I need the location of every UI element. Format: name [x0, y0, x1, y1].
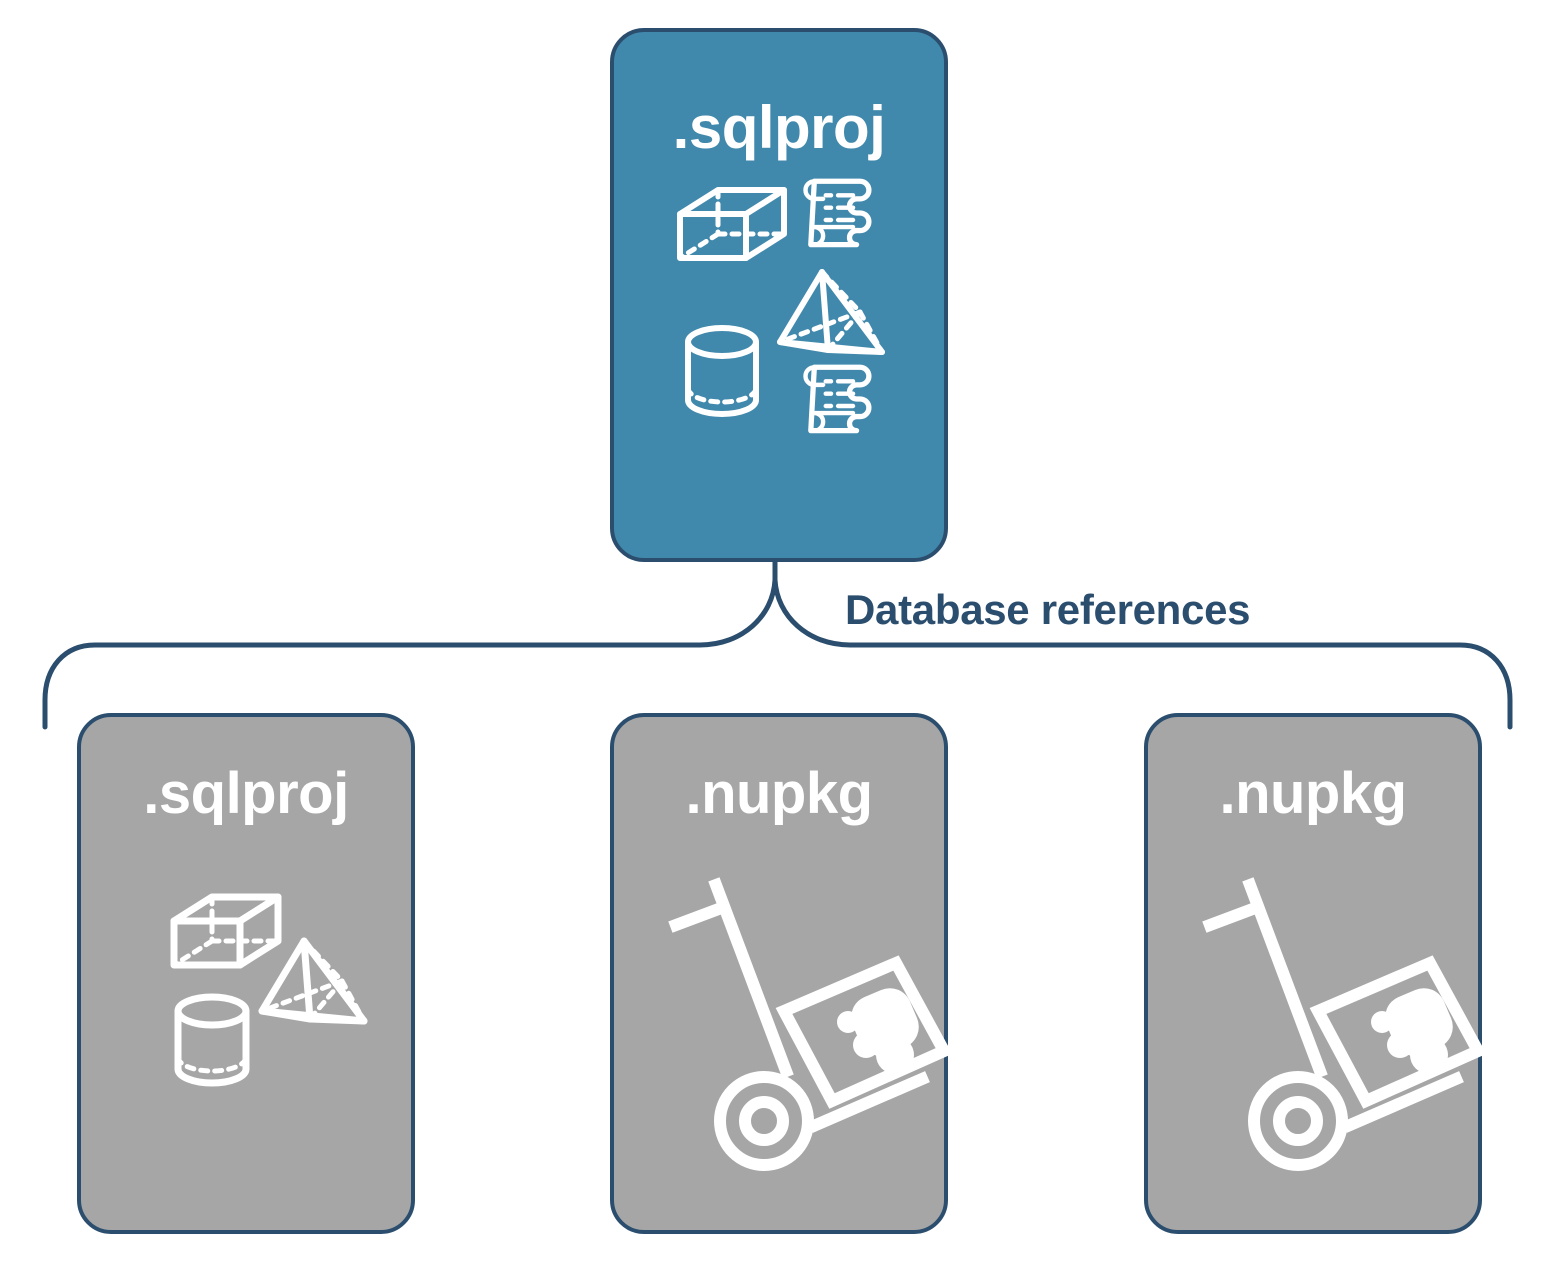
- card-reference-sqlproj[interactable]: .sqlproj: [77, 713, 415, 1234]
- pyramid-wireframe-icon: [258, 937, 368, 1025]
- card-parent-title: .sqlproj: [672, 94, 886, 161]
- cylinder-wireframe-icon: [685, 325, 759, 417]
- cylinder-wireframe-icon: [174, 993, 250, 1087]
- cube-wireframe-icon: [677, 187, 787, 261]
- parent-icon-svg: [677, 178, 885, 434]
- scroll-script-icon: [803, 364, 872, 434]
- card-parent-sqlproj[interactable]: .sqlproj: [610, 28, 948, 562]
- nuget-hand-truck-icon: [1202, 877, 1487, 1171]
- card-reference-title: .nupkg: [1219, 761, 1407, 826]
- pyramid-wireframe-icon: [777, 269, 885, 355]
- card-reference-nupkg-2[interactable]: .nupkg: [1144, 713, 1487, 1234]
- sqlproj-shapes-svg: [170, 893, 368, 1087]
- reference-icon-group: [614, 857, 953, 1171]
- cube-wireframe-icon: [170, 893, 282, 969]
- card-reference-title: .nupkg: [685, 761, 873, 826]
- brace-label: Database references: [845, 586, 1251, 633]
- card-reference-nupkg-1[interactable]: .nupkg: [610, 713, 953, 1234]
- scroll-script-icon: [803, 178, 872, 248]
- card-reference-title: .sqlproj: [143, 761, 349, 826]
- reference-icon-group: [81, 857, 411, 1137]
- reference-icon-group: [1148, 857, 1487, 1171]
- nuget-hand-truck-icon: [668, 877, 953, 1171]
- parent-icon-group: [672, 172, 892, 442]
